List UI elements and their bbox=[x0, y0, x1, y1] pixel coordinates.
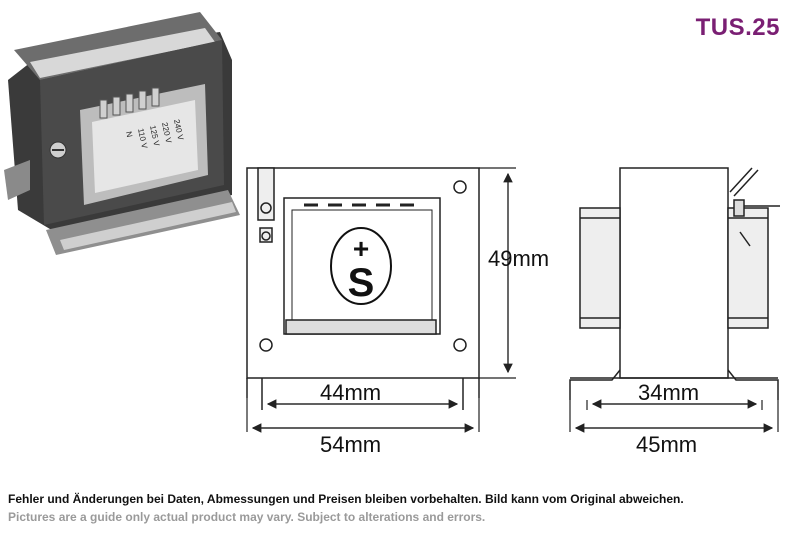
height-label: 49mm bbox=[488, 246, 549, 271]
side-view bbox=[569, 167, 780, 400]
logo-plus: + bbox=[353, 233, 369, 264]
voltage-label: 125 V bbox=[148, 125, 161, 148]
voltage-label: 240 V bbox=[172, 119, 185, 142]
side-width-label: 45mm bbox=[636, 432, 697, 457]
voltage-label: 220 V bbox=[160, 122, 173, 145]
front-view bbox=[246, 167, 480, 410]
holes-width-label: 44mm bbox=[320, 380, 381, 405]
safety-logo: + S bbox=[330, 227, 392, 305]
logo-letter: S bbox=[348, 261, 375, 305]
voltage-label: 110 V bbox=[136, 128, 149, 150]
voltage-label: N bbox=[124, 131, 134, 139]
height-dimension bbox=[479, 167, 516, 379]
side-holes-label: 34mm bbox=[638, 380, 699, 405]
transformer-photo: 240 V 220 V 125 V 110 V N bbox=[4, 12, 240, 255]
disclaimer-german: Fehler und Änderungen bei Daten, Abmessu… bbox=[8, 492, 684, 506]
product-code: TUS.25 bbox=[695, 14, 780, 41]
voltage-labels: 240 V 220 V 125 V 110 V N bbox=[124, 119, 185, 150]
disclaimer-english: Pictures are a guide only actual product… bbox=[8, 510, 486, 524]
outer-width-label: 54mm bbox=[320, 432, 381, 457]
